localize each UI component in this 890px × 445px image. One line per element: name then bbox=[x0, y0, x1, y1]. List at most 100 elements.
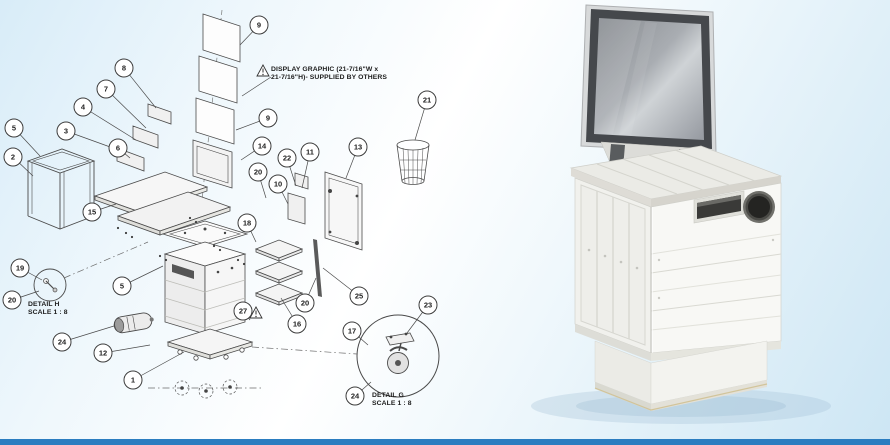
part-balloon-27: 27 bbox=[233, 301, 253, 321]
part-balloon-4: 4 bbox=[73, 97, 93, 117]
svg-text:17: 17 bbox=[348, 327, 356, 336]
detail-g-label: DETAIL G SCALE 1 : 8 bbox=[372, 392, 412, 408]
detail-h-view bbox=[33, 268, 67, 302]
part-balloon-20: 20 bbox=[248, 162, 268, 182]
part-balloons: 9874352615192024121591422112010181321231… bbox=[2, 15, 438, 406]
svg-text:3: 3 bbox=[64, 127, 68, 136]
svg-text:16: 16 bbox=[293, 320, 301, 329]
part-balloon-11: 11 bbox=[300, 142, 320, 162]
part-balloon-24: 24 bbox=[345, 386, 365, 406]
screw-row bbox=[148, 379, 262, 399]
display-graphic-note-line1: DISPLAY GRAPHIC (21-7/16"W x bbox=[271, 66, 379, 73]
svg-text:7: 7 bbox=[104, 85, 108, 94]
kiosk-top-surface bbox=[569, 145, 783, 207]
part-balloon-8: 8 bbox=[114, 58, 134, 78]
svg-text:18: 18 bbox=[243, 219, 251, 228]
part-balloon-5: 5 bbox=[112, 276, 132, 296]
svg-text:20: 20 bbox=[8, 296, 16, 305]
part-balloon-15: 15 bbox=[82, 202, 102, 222]
display-graphic-note-line2: 21-7/16"H)- SUPPLIED BY OTHERS bbox=[271, 74, 388, 82]
svg-text:24: 24 bbox=[58, 338, 67, 347]
leader-line bbox=[82, 106, 137, 141]
svg-text:21: 21 bbox=[423, 96, 431, 105]
flat-panels bbox=[93, 171, 232, 236]
svg-text:9: 9 bbox=[257, 21, 261, 30]
part-balloon-16: 16 bbox=[287, 314, 307, 334]
detail-g-title: DETAIL G bbox=[372, 392, 404, 399]
shelf-stack bbox=[254, 239, 304, 306]
part-balloon-13: 13 bbox=[348, 137, 368, 157]
detail-h-label: DETAIL H SCALE 1 : 8 bbox=[28, 301, 68, 317]
display-panel-stack bbox=[192, 13, 241, 189]
svg-text:20: 20 bbox=[301, 299, 309, 308]
svg-text:10: 10 bbox=[274, 180, 282, 189]
svg-text:5: 5 bbox=[12, 124, 16, 133]
svg-text:15: 15 bbox=[88, 208, 96, 217]
part-balloon-20: 20 bbox=[295, 293, 315, 313]
svg-text:4: 4 bbox=[81, 103, 86, 112]
side-door-panel bbox=[324, 171, 363, 251]
part-balloon-1: 1 bbox=[123, 370, 143, 390]
part-balloon-18: 18 bbox=[237, 213, 257, 233]
svg-text:22: 22 bbox=[283, 154, 291, 163]
fastener-dots bbox=[116, 216, 246, 266]
detail-g-scale: SCALE 1 : 8 bbox=[372, 400, 412, 408]
svg-text:12: 12 bbox=[99, 349, 107, 358]
detail-g-view bbox=[356, 314, 440, 398]
svg-text:24: 24 bbox=[351, 392, 360, 401]
part-balloon-6: 6 bbox=[108, 138, 128, 158]
round-port-hole bbox=[743, 191, 775, 223]
small-brackets bbox=[287, 172, 309, 225]
part-balloon-19: 19 bbox=[10, 258, 30, 278]
part-balloon-5: 5 bbox=[4, 118, 24, 138]
part-balloon-3: 3 bbox=[56, 121, 76, 141]
bracket-plates bbox=[116, 103, 172, 172]
detail-h-scale: SCALE 1 : 8 bbox=[28, 309, 68, 317]
part-balloon-7: 7 bbox=[96, 79, 116, 99]
note-leader bbox=[241, 76, 272, 97]
svg-text:8: 8 bbox=[122, 64, 126, 73]
detail-g-link bbox=[251, 346, 358, 355]
bottom-accent-bar bbox=[0, 439, 890, 445]
part-balloon-2: 2 bbox=[3, 147, 23, 167]
svg-text:20: 20 bbox=[254, 168, 262, 177]
part-balloon-9: 9 bbox=[258, 108, 278, 128]
detail-h-link bbox=[63, 241, 149, 279]
leader-line bbox=[132, 351, 185, 381]
part-balloon-12: 12 bbox=[93, 343, 113, 363]
product-render bbox=[445, 0, 890, 445]
svg-text:23: 23 bbox=[424, 301, 432, 310]
part-balloon-24: 24 bbox=[52, 332, 72, 352]
svg-text:5: 5 bbox=[120, 282, 124, 291]
part-balloon-17: 17 bbox=[342, 321, 362, 341]
svg-text:1: 1 bbox=[131, 376, 135, 385]
svg-text:6: 6 bbox=[116, 144, 120, 153]
wire-basket bbox=[396, 139, 430, 185]
part-balloon-22: 22 bbox=[277, 148, 297, 168]
part-balloon-14: 14 bbox=[252, 136, 272, 156]
exploded-drawing-svg: 9874352615192024121591422112010181321231… bbox=[2, 9, 440, 406]
svg-text:27: 27 bbox=[239, 307, 247, 316]
svg-text:13: 13 bbox=[354, 143, 362, 152]
svg-text:9: 9 bbox=[266, 114, 270, 123]
svg-text:11: 11 bbox=[306, 148, 314, 157]
svg-text:14: 14 bbox=[258, 142, 267, 151]
warning-icon bbox=[256, 64, 270, 77]
kiosk-right-face bbox=[650, 182, 782, 354]
svg-text:25: 25 bbox=[355, 292, 363, 301]
part-balloon-20: 20 bbox=[2, 290, 22, 310]
svg-text:2: 2 bbox=[11, 153, 15, 162]
kiosk-render-svg bbox=[531, 4, 831, 424]
part-balloon-25: 25 bbox=[349, 286, 369, 306]
mounting-rail bbox=[313, 239, 322, 297]
warning-icon bbox=[249, 306, 263, 319]
display-graphic-note: DISPLAY GRAPHIC (21-7/16"W x 21-7/16"H)-… bbox=[271, 66, 441, 82]
kiosk-plinth bbox=[594, 340, 768, 411]
part-balloon-10: 10 bbox=[268, 174, 288, 194]
cylinder-part bbox=[113, 312, 154, 334]
part-balloon-23: 23 bbox=[418, 295, 438, 315]
svg-text:19: 19 bbox=[16, 264, 24, 273]
kiosk-screen bbox=[580, 4, 717, 154]
